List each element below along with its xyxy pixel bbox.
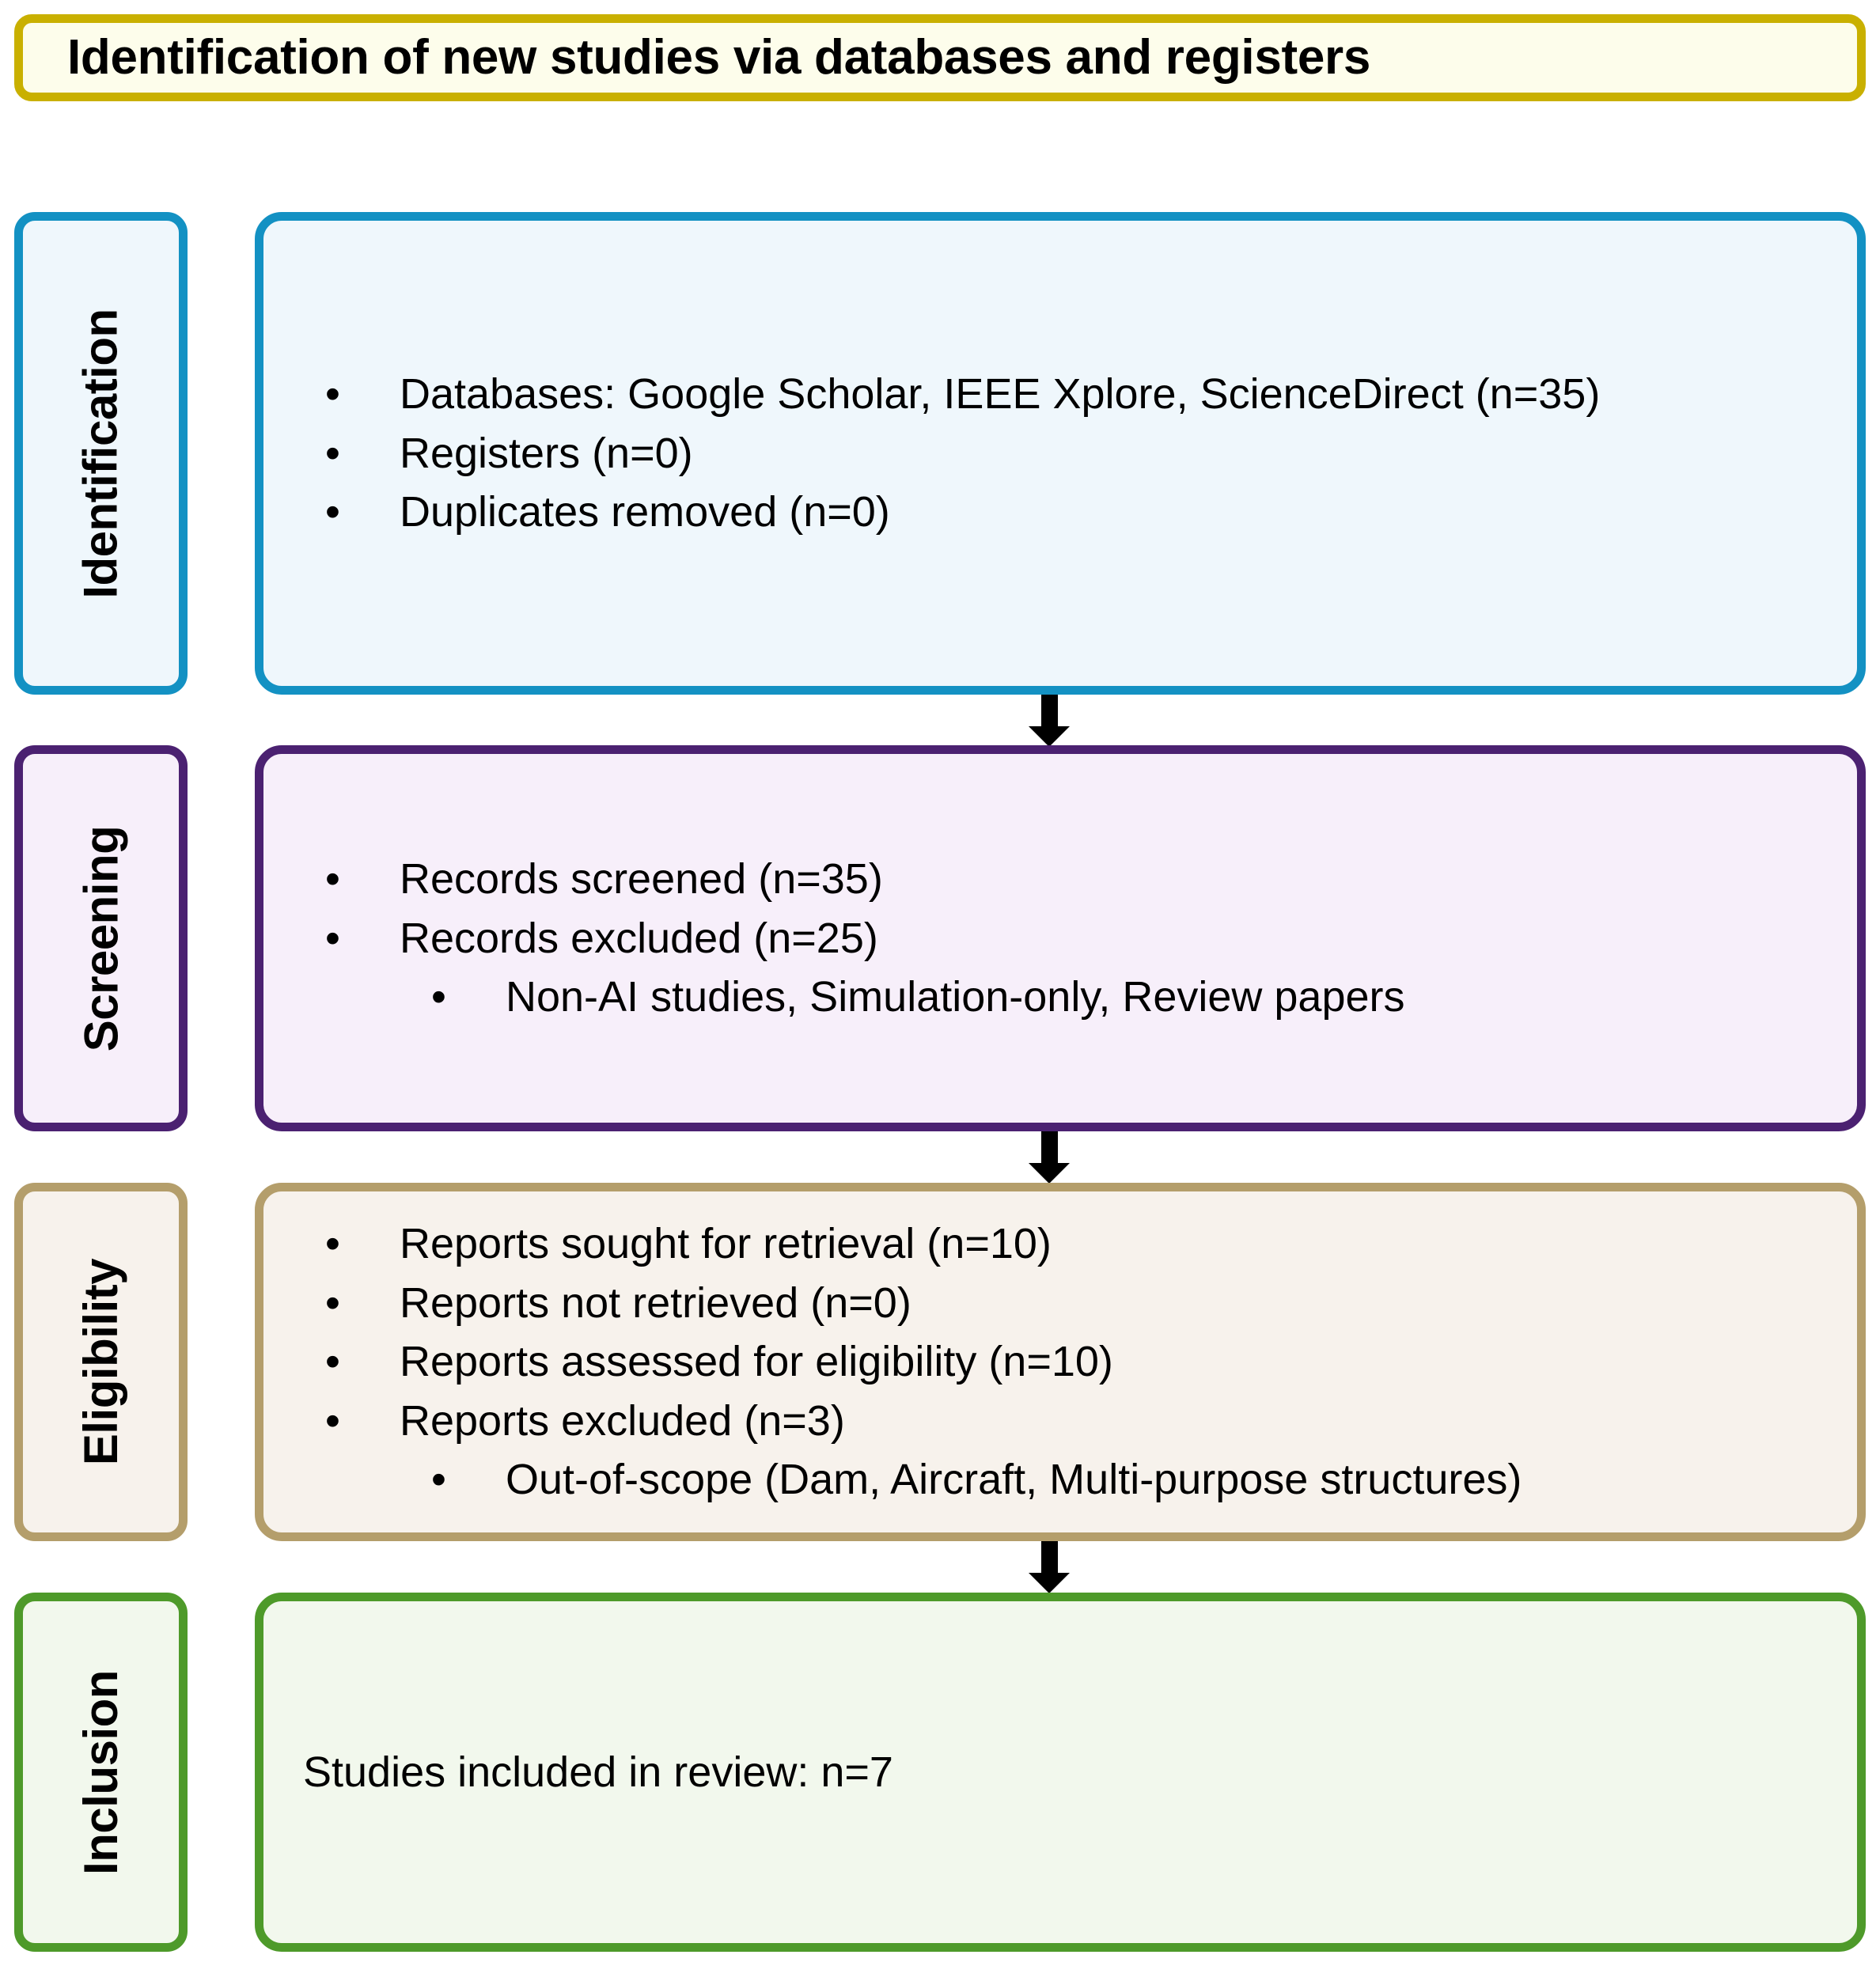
list-item: • Reports sought for retrieval (n=10) [298, 1214, 1822, 1274]
list-item-text: Records excluded (n=25) [400, 914, 878, 962]
bullet-dot-icon: • [325, 370, 340, 419]
stage-row-eligibility: Eligibility • Reports sought for retriev… [0, 1183, 1876, 1541]
bullet-dot-icon: • [431, 1456, 446, 1504]
list-item: • Reports not retrieved (n=0) [298, 1274, 1822, 1333]
diagram-title-banner: Identification of new studies via databa… [14, 14, 1866, 101]
list-item-text: Out-of-scope (Dam, Aircraft, Multi-purpo… [506, 1456, 1522, 1504]
list-item-text: Reports assessed for eligibility (n=10) [400, 1338, 1113, 1386]
bullet-dot-icon: • [325, 1278, 340, 1327]
stage-label-eligibility-text: Eligibility [74, 1258, 128, 1466]
list-item-text: Duplicates removed (n=0) [400, 488, 890, 536]
list-item: • Non-AI studies, Simulation-only, Revie… [298, 968, 1822, 1027]
stage-box-identification: • Databases: Google Scholar, IEEE Xplore… [255, 212, 1866, 695]
list-item-text: Non-AI studies, Simulation-only, Review … [506, 973, 1405, 1021]
stage-row-screening: Screening • Records screened (n=35) • Re… [0, 745, 1876, 1131]
stage-box-screening: • Records screened (n=35) • Records excl… [255, 745, 1866, 1131]
bullet-dot-icon: • [325, 855, 340, 903]
list-item: • Duplicates removed (n=0) [298, 483, 1822, 542]
arrow-shaft [1041, 695, 1058, 726]
bullet-dot-icon: • [325, 1396, 340, 1445]
arrow-head-icon [1029, 1573, 1070, 1593]
stage-label-identification-text: Identification [74, 308, 127, 599]
list-item-text: Reports sought for retrieval (n=10) [400, 1220, 1052, 1268]
bullet-dot-icon: • [325, 1220, 340, 1268]
arrow-head-icon [1029, 726, 1070, 747]
stage-label-screening: Screening [14, 745, 188, 1131]
stage-box-eligibility: • Reports sought for retrieval (n=10) • … [255, 1183, 1866, 1541]
list-item-text: Registers (n=0) [400, 429, 693, 477]
list-item: • Out-of-scope (Dam, Aircraft, Multi-pur… [298, 1450, 1822, 1510]
bullet-dot-icon: • [325, 429, 340, 477]
list-item: • Records screened (n=35) [298, 850, 1822, 909]
stage-label-identification: Identification [14, 212, 188, 695]
arrow-head-icon [1029, 1163, 1070, 1184]
arrow-shaft [1041, 1541, 1058, 1573]
bullet-dot-icon: • [325, 1338, 340, 1386]
stage-label-eligibility: Eligibility [14, 1183, 188, 1541]
arrow-shaft [1041, 1131, 1058, 1163]
diagram-title-text: Identification of new studies via databa… [67, 30, 1371, 85]
list-item: • Registers (n=0) [298, 424, 1822, 483]
bullet-dot-icon: • [325, 914, 340, 962]
list-item: • Databases: Google Scholar, IEEE Xplore… [298, 365, 1822, 424]
inclusion-summary-text: Studies included in review: n=7 [303, 1748, 893, 1796]
eligibility-bullet-list: • Reports sought for retrieval (n=10) • … [298, 1214, 1822, 1510]
list-item: • Records excluded (n=25) [298, 909, 1822, 968]
list-item: • Reports excluded (n=3) [298, 1392, 1822, 1451]
list-item: • Reports assessed for eligibility (n=10… [298, 1332, 1822, 1392]
identification-bullet-list: • Databases: Google Scholar, IEEE Xplore… [298, 365, 1822, 542]
stage-label-screening-text: Screening [74, 825, 128, 1051]
stage-label-inclusion: Inclusion [14, 1593, 188, 1952]
list-item-text: Databases: Google Scholar, IEEE Xplore, … [400, 370, 1601, 419]
list-item-text: Reports excluded (n=3) [400, 1396, 845, 1445]
stage-label-inclusion-text: Inclusion [74, 1669, 128, 1875]
stage-row-identification: Identification • Databases: Google Schol… [0, 212, 1876, 695]
screening-bullet-list: • Records screened (n=35) • Records excl… [298, 850, 1822, 1027]
stage-row-inclusion: Inclusion Studies included in review: n=… [0, 1593, 1876, 1952]
bullet-dot-icon: • [325, 488, 340, 536]
stage-box-inclusion: Studies included in review: n=7 [255, 1593, 1866, 1952]
list-item-text: Records screened (n=35) [400, 855, 883, 903]
list-item-text: Reports not retrieved (n=0) [400, 1278, 911, 1327]
bullet-dot-icon: • [431, 973, 446, 1021]
